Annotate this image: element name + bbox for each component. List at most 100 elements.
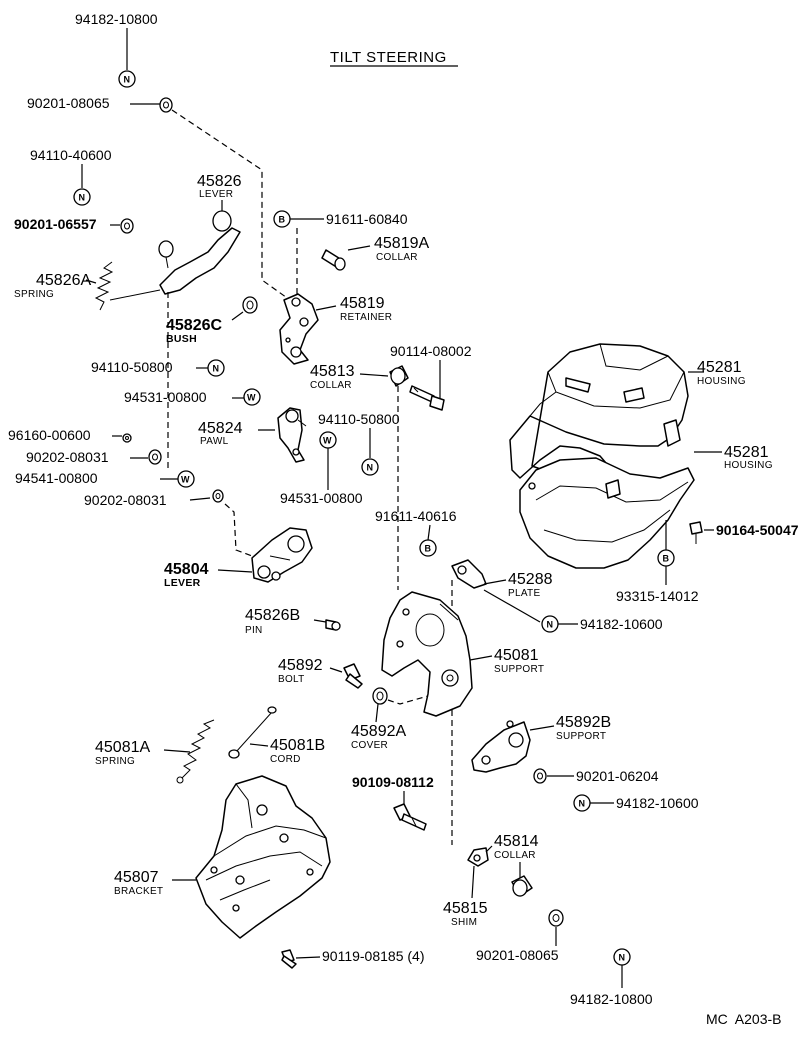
- diagram-title: TILT STEERING: [330, 49, 447, 66]
- label-45826B: 45826B: [245, 607, 300, 624]
- washer-icon: [533, 768, 547, 784]
- assembly-dashed-line: [224, 503, 253, 557]
- label-45892B: 45892B: [556, 714, 611, 731]
- label-45807: 45807: [114, 869, 159, 886]
- label-45819A: 45819A: [374, 235, 429, 252]
- sublabel-lever: LEVER: [164, 577, 201, 589]
- shim-45815-part: [467, 847, 489, 867]
- support-45892B-part: [471, 720, 531, 773]
- nut-n-marker-icon: N: [207, 359, 225, 377]
- leader: [85, 279, 97, 284]
- label-90201-08065-bottom: 90201-08065: [476, 947, 559, 963]
- label-45081: 45081: [494, 647, 539, 664]
- leader: [471, 865, 475, 899]
- sublabel-spring: SPRING: [14, 289, 54, 300]
- nut-n-marker-icon: N: [361, 458, 379, 476]
- sublabel-lever: LEVER: [199, 189, 233, 200]
- nut-n-marker-icon: N: [541, 615, 559, 633]
- washer-w-marker-icon: W: [177, 470, 195, 488]
- label-45826: 45826: [197, 173, 242, 190]
- leader: [483, 589, 541, 623]
- label-45288: 45288: [508, 571, 553, 588]
- sublabel-shim: SHIM: [451, 917, 477, 928]
- svg-text:W: W: [247, 393, 256, 403]
- leader: [529, 725, 555, 731]
- svg-text:N: N: [579, 799, 586, 809]
- label-94182-10600-b: 94182-10600: [616, 795, 699, 811]
- lever-45826-part: [158, 210, 241, 295]
- nut-n-marker-icon: N: [573, 794, 591, 812]
- sublabel-retainer: RETAINER: [340, 312, 392, 323]
- label-45804: 45804: [164, 561, 209, 578]
- clip-icon: [122, 433, 132, 443]
- leader: [485, 845, 493, 853]
- sublabel-bush: BUSH: [166, 333, 197, 345]
- label-90201-06557: 90201-06557: [14, 216, 97, 232]
- support-45081-part: [381, 591, 473, 717]
- leader: [217, 569, 253, 573]
- label-45281-upper: 45281: [697, 359, 742, 376]
- leader: [313, 619, 327, 623]
- label-90201-08065: 90201-08065: [27, 95, 110, 111]
- bush-45826C-part: [242, 296, 258, 314]
- label-90119-08185: 90119-08185 (4): [322, 948, 424, 964]
- diagram-code: MC A203-B: [706, 1011, 781, 1027]
- plate-45288-part: [451, 559, 487, 589]
- svg-text:N: N: [124, 75, 131, 85]
- leader: [347, 245, 371, 251]
- label-90164-50047: 90164-50047: [716, 522, 799, 538]
- svg-text:B: B: [663, 554, 670, 564]
- label-91611-60840: 91611-60840: [326, 211, 408, 227]
- label-90114-08002: 90114-08002: [390, 343, 472, 359]
- sublabel-housing: HOUSING: [697, 376, 746, 387]
- label-94531-00800-center: 94531-00800: [280, 490, 363, 506]
- svg-text:N: N: [367, 463, 374, 473]
- leader: [315, 305, 337, 311]
- sublabel-bracket: BRACKET: [114, 886, 163, 897]
- label-93315-14012: 93315-14012: [616, 588, 699, 604]
- cover-45892A-part: [372, 687, 388, 705]
- label-45892A: 45892A: [351, 723, 406, 740]
- svg-text:N: N: [547, 620, 554, 630]
- label-94182-10800-bottom: 94182-10800: [570, 991, 653, 1007]
- pawl-45824-part: [277, 407, 307, 463]
- nut-n-marker-icon: N: [73, 188, 91, 206]
- bolt-b-marker-icon: B: [419, 539, 437, 557]
- label-94182-10600-a: 94182-10600: [580, 616, 663, 632]
- label-90201-06204: 90201-06204: [576, 768, 659, 784]
- sublabel-bolt: BOLT: [278, 674, 305, 685]
- spring-45826A-part: [94, 261, 161, 311]
- svg-text:N: N: [619, 953, 626, 963]
- label-90109-08112: 90109-08112: [352, 774, 434, 790]
- label-45826A: 45826A: [36, 272, 91, 289]
- label-45824: 45824: [198, 420, 243, 437]
- leader: [427, 524, 431, 541]
- leader: [469, 655, 493, 661]
- label-90202-08031-a: 90202-08031: [26, 449, 109, 465]
- sublabel-pawl: PAWL: [200, 436, 229, 447]
- nut-n-marker-icon: N: [613, 948, 631, 966]
- label-45826C: 45826C: [166, 317, 222, 334]
- leader: [163, 749, 191, 753]
- label-94531-00800-left: 94531-00800: [124, 389, 207, 405]
- collar-45819A-part: [321, 249, 346, 271]
- leader: [295, 956, 321, 959]
- label-45813: 45813: [310, 363, 355, 380]
- bolt-b-marker-icon: B: [657, 549, 675, 567]
- sublabel-housing: HOUSING: [724, 460, 773, 471]
- bracket-45807-part: [195, 775, 331, 939]
- svg-text:B: B: [279, 215, 286, 225]
- label-94110-50800-center: 94110-50800: [318, 411, 400, 427]
- label-94110-50800-left: 94110-50800: [91, 359, 173, 375]
- lever-45804-part: [251, 527, 313, 583]
- collar-45813-part: [389, 365, 409, 387]
- assembly-dashed-line: [171, 109, 291, 301]
- label-94541-00800: 94541-00800: [15, 470, 98, 486]
- sublabel-cover: COVER: [351, 740, 388, 751]
- label-45281-lower: 45281: [724, 444, 769, 461]
- sublabel-cord: CORD: [270, 754, 301, 765]
- svg-text:N: N: [213, 364, 220, 374]
- label-45815: 45815: [443, 900, 488, 917]
- sublabel-plate: PLATE: [508, 588, 540, 599]
